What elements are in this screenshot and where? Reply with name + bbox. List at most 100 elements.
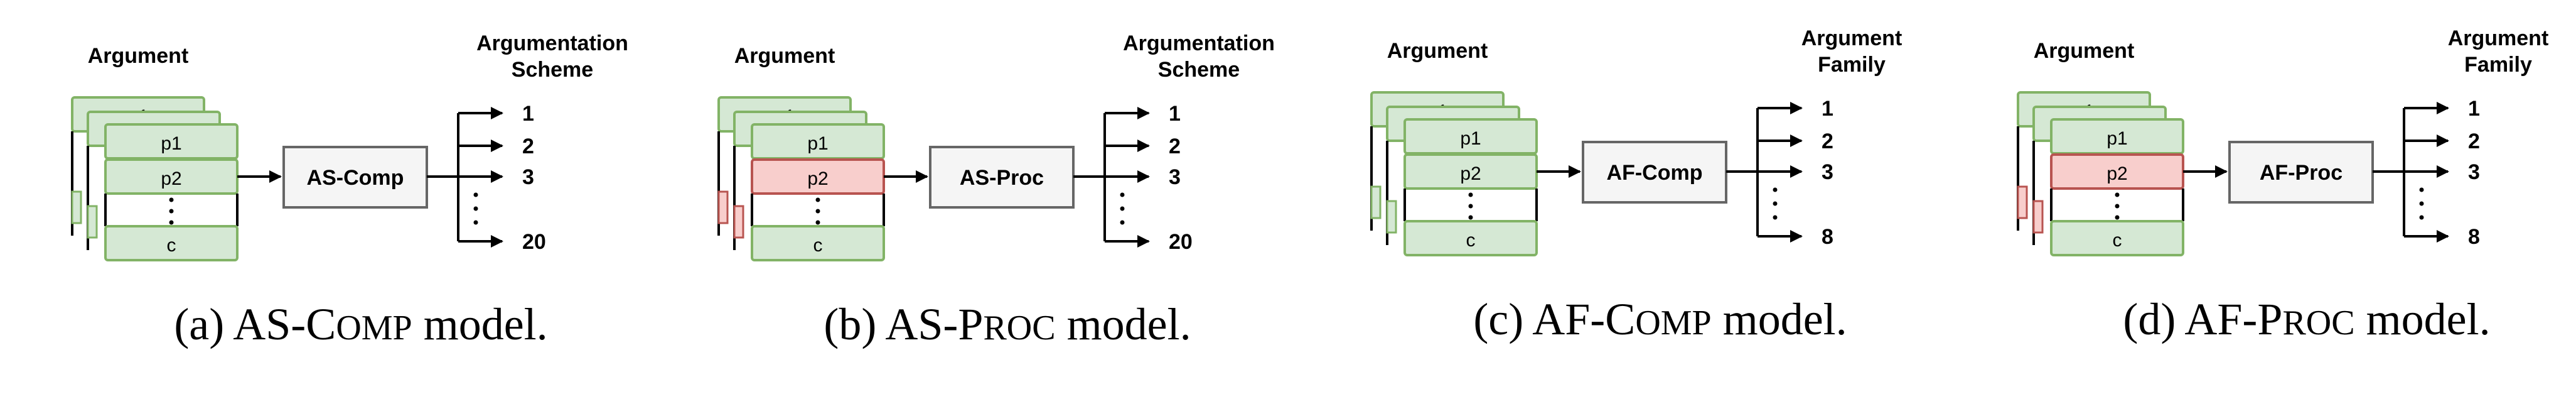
output-label-line1: Argumentation bbox=[1123, 31, 1275, 55]
output-label-line2: Family bbox=[1818, 53, 1886, 77]
output-label-4: 8 bbox=[1822, 225, 1833, 249]
output-label-line1: Argument bbox=[1801, 26, 1902, 50]
output-ellipsis-dot bbox=[473, 206, 478, 211]
caption-prefix: (a) AS- bbox=[174, 299, 306, 349]
caption-prefix: (c) AF- bbox=[1473, 294, 1605, 344]
output-label-3: 3 bbox=[522, 165, 534, 189]
output-label-line1: Argument bbox=[2448, 26, 2549, 50]
caption-suffix: model. bbox=[1056, 299, 1191, 349]
output-label-4: 8 bbox=[2468, 225, 2480, 249]
front-card-p2-label: p2 bbox=[2106, 163, 2127, 184]
caption: (a) AS-COMP model. bbox=[174, 299, 547, 349]
caption-smallcaps: OMP bbox=[336, 309, 412, 348]
output-label-3: 3 bbox=[1169, 165, 1181, 189]
back-card-tab bbox=[717, 190, 729, 224]
ellipsis-dot bbox=[815, 220, 820, 225]
back-card-tab bbox=[71, 190, 82, 224]
argument-label: Argument bbox=[2034, 39, 2135, 63]
model-box-label: AF-Comp bbox=[1607, 161, 1703, 185]
caption-suffix: model. bbox=[1712, 294, 1847, 344]
front-card-p2-label: p2 bbox=[161, 168, 181, 189]
ellipsis-dot bbox=[1468, 215, 1473, 220]
model-box bbox=[929, 146, 1075, 209]
caption: (b) AS-PROC model. bbox=[824, 299, 1191, 349]
caption-suffix: model. bbox=[412, 299, 548, 349]
panel-3: Argumentp1p1p1p2cAF-CompArgumentFamily12… bbox=[1370, 26, 1902, 344]
front-card-p1-label: p1 bbox=[1460, 128, 1481, 149]
output-ellipsis-dot bbox=[2419, 187, 2424, 192]
ellipsis-dot bbox=[1468, 204, 1473, 209]
output-ellipsis-dot bbox=[1773, 215, 1778, 220]
ellipsis-dot bbox=[169, 197, 174, 202]
output-label-line2: Scheme bbox=[512, 58, 593, 82]
output-label-2: 2 bbox=[1169, 134, 1181, 158]
front-card-c-label: c bbox=[2113, 230, 2122, 251]
output-ellipsis-dot bbox=[1120, 206, 1125, 211]
back-card-tab bbox=[87, 205, 98, 239]
output-label-line2: Scheme bbox=[1158, 58, 1240, 82]
caption-prefix: (d) AF- bbox=[2123, 294, 2257, 344]
output-label-4: 20 bbox=[522, 230, 546, 254]
output-label-4: 20 bbox=[1169, 230, 1193, 254]
front-card-c-label: c bbox=[813, 235, 823, 256]
back-card-tab bbox=[2017, 185, 2028, 219]
output-label-2: 2 bbox=[1822, 129, 1833, 153]
argument-label: Argument bbox=[1387, 39, 1488, 63]
ellipsis-dot bbox=[169, 220, 174, 225]
front-card-p1-label: p1 bbox=[161, 133, 181, 154]
front-card-c bbox=[751, 225, 885, 261]
caption: (d) AF-PROC model. bbox=[2123, 294, 2490, 344]
back-card-tab bbox=[733, 205, 744, 239]
front-card-p1-label: p1 bbox=[807, 133, 828, 154]
ellipsis-dot bbox=[2115, 204, 2120, 209]
ellipsis-dot bbox=[169, 209, 174, 214]
output-label-1: 1 bbox=[522, 102, 534, 126]
front-card-c bbox=[2050, 220, 2184, 256]
ellipsis-dot bbox=[815, 197, 820, 202]
back-card-tab bbox=[1370, 185, 1382, 219]
caption: (c) AF-COMP model. bbox=[1473, 294, 1847, 344]
output-ellipsis-dot bbox=[1120, 220, 1125, 225]
front-card-c bbox=[1403, 220, 1538, 256]
model-box-label: AF-Proc bbox=[2260, 161, 2343, 185]
front-card-c-label: c bbox=[167, 235, 176, 256]
model-box bbox=[282, 146, 428, 209]
front-card-p2-label: p2 bbox=[1460, 163, 1481, 184]
front-card-c bbox=[104, 225, 239, 261]
argument-label: Argument bbox=[734, 44, 835, 68]
panel-1: Argumentp1p1p1p2cAS-CompArgumentationSch… bbox=[71, 31, 628, 349]
caption-initial: P bbox=[958, 299, 983, 349]
caption-prefix: (b) AS- bbox=[824, 299, 958, 349]
back-card-tab bbox=[2032, 200, 2044, 234]
front-card-p1-label: p1 bbox=[2106, 128, 2127, 149]
model-box-label: AS-Comp bbox=[307, 166, 404, 190]
output-label-2: 2 bbox=[2468, 129, 2480, 153]
ellipsis-dot bbox=[2115, 192, 2120, 197]
output-ellipsis-dot bbox=[2419, 215, 2424, 220]
ellipsis-dot bbox=[815, 209, 820, 214]
output-ellipsis-dot bbox=[1773, 187, 1778, 192]
output-ellipsis-dot bbox=[473, 220, 478, 225]
argument-label: Argument bbox=[88, 44, 189, 68]
caption-smallcaps: ROC bbox=[983, 309, 1055, 348]
output-label-1: 1 bbox=[1822, 97, 1833, 121]
caption-suffix: model. bbox=[2355, 294, 2491, 344]
ellipsis-dot bbox=[1468, 192, 1473, 197]
caption-initial: P bbox=[2257, 294, 2282, 344]
panel-4: Argumentp1p1p1p2cAF-ProcArgumentFamily12… bbox=[2017, 26, 2549, 344]
caption-initial: C bbox=[306, 299, 336, 349]
caption-smallcaps: OMP bbox=[1635, 304, 1711, 342]
output-label-2: 2 bbox=[522, 134, 534, 158]
front-card-c-label: c bbox=[1466, 230, 1476, 251]
output-ellipsis-dot bbox=[473, 192, 478, 197]
model-box bbox=[1582, 141, 1727, 204]
back-card-tab bbox=[1386, 200, 1397, 234]
front-card-p2-label: p2 bbox=[807, 168, 828, 189]
ellipsis-dot bbox=[2115, 215, 2120, 220]
output-label-3: 3 bbox=[2468, 160, 2480, 184]
output-label-1: 1 bbox=[2468, 97, 2480, 121]
output-ellipsis-dot bbox=[1120, 192, 1125, 197]
output-label-line2: Family bbox=[2464, 53, 2532, 77]
output-ellipsis-dot bbox=[2419, 201, 2424, 206]
